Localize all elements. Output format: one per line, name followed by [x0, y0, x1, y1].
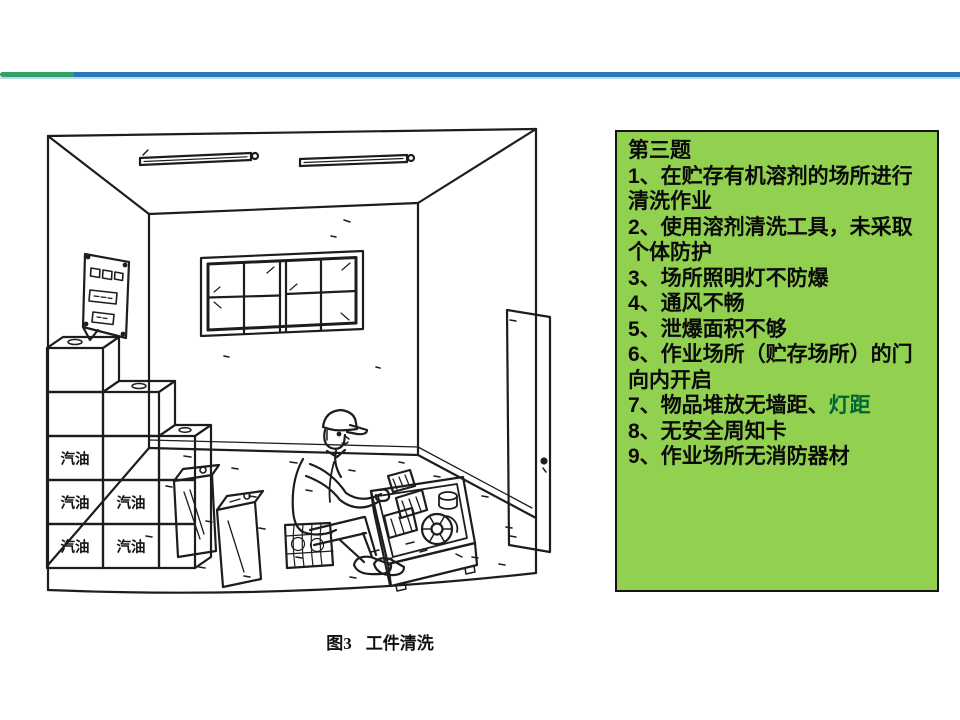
gasoline-labels: 汽油 汽油 汽油 汽油 汽油: [61, 450, 146, 556]
hazard-panel-title: 第三题: [628, 139, 691, 162]
stool: [283, 521, 335, 570]
gasoline-label: 汽油: [61, 538, 90, 556]
top-rule-light-line: [0, 77, 960, 79]
room-drawing-svg: 汽油 汽油 汽油 汽油 汽油: [45, 127, 552, 594]
worker: [291, 408, 417, 577]
figure-caption-label: 图3: [326, 634, 352, 653]
gasoline-label: 汽油: [61, 494, 90, 512]
hazard-item: 3、场所照明灯不防爆: [628, 266, 829, 290]
gasoline-label: 汽油: [117, 538, 146, 556]
hazard-item-continuation: 个体防护: [628, 241, 712, 264]
ceiling-lights: [138, 149, 416, 238]
hazard-item: 5、泄爆面积不够: [628, 317, 787, 341]
gasoline-label: 汽油: [61, 450, 90, 468]
hazard-item: 1、在贮存有机溶剂的场所进行: [628, 164, 913, 188]
wall-poster: [81, 252, 131, 342]
hazard-item: 7、物品堆放无墙距、灯距: [628, 394, 871, 417]
hazard-panel: 第三题 1、在贮存有机溶剂的场所进行 清洗作业 2、使用溶剂清洗工具，未采取 个…: [615, 130, 939, 592]
top-rule-blue-segment: [74, 72, 960, 77]
floor-speckles: [145, 355, 513, 579]
gasoline-boxes: [45, 335, 213, 570]
room-illustration: 汽油 汽油 汽油 汽油 汽油: [44, 124, 556, 606]
top-rule-green-segment: [0, 72, 76, 77]
window: [199, 249, 365, 338]
hazard-item: 9、作业场所无消防器材: [628, 445, 850, 468]
door: [505, 308, 552, 554]
figure-caption-title: 工件清洗: [365, 634, 434, 653]
figure-caption: 图3 工件清洗: [265, 629, 495, 654]
cleaning-tank: [369, 475, 479, 592]
hazard-item-continuation: 向内开启: [628, 368, 712, 392]
hazard-highlight: 灯距: [828, 394, 871, 417]
gasoline-label: 汽油: [117, 494, 146, 512]
hazard-item: 8、无安全周知卡: [628, 419, 787, 443]
hazard-item: 2、使用溶剂清洗工具，未采取: [628, 215, 913, 239]
top-rule: [0, 72, 960, 80]
hazard-item: 6、作业场所（贮存场所）的门: [628, 343, 913, 366]
hazard-item-continuation: 清洗作业: [628, 190, 712, 213]
hazard-item: 4、通风不畅: [628, 292, 745, 315]
solvent-cans: [172, 463, 265, 589]
